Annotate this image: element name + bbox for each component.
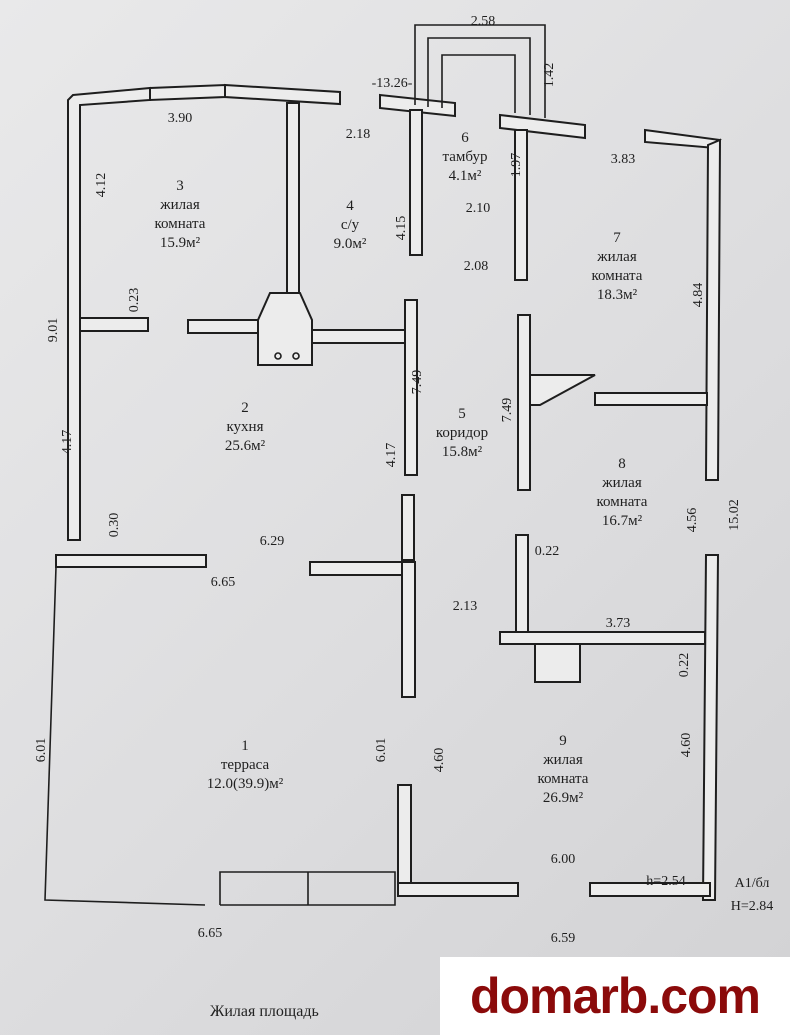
- svg-text:0.30: 0.30: [107, 513, 122, 538]
- svg-text:2.18: 2.18: [346, 127, 371, 142]
- svg-text:15.02: 15.02: [727, 499, 742, 531]
- svg-text:6.01: 6.01: [374, 738, 389, 763]
- svg-text:4.84: 4.84: [691, 283, 706, 308]
- svg-text:7.49: 7.49: [500, 398, 515, 423]
- svg-text:6.65: 6.65: [198, 926, 223, 941]
- svg-text:9.01: 9.01: [46, 318, 61, 343]
- svg-text:А1/бл: А1/бл: [735, 876, 770, 891]
- svg-text:4.12: 4.12: [94, 173, 109, 198]
- walls: [44, 24, 722, 906]
- svg-text:4.60: 4.60: [679, 733, 694, 758]
- svg-text:2.10: 2.10: [466, 201, 491, 216]
- svg-text:4.15: 4.15: [394, 216, 409, 241]
- svg-text:6.59: 6.59: [551, 931, 576, 946]
- svg-text:3.73: 3.73: [606, 616, 631, 631]
- svg-text:6.01: 6.01: [34, 738, 49, 763]
- svg-text:3.83: 3.83: [611, 152, 636, 167]
- svg-text:6.29: 6.29: [260, 534, 285, 549]
- svg-text:h=2.54: h=2.54: [646, 874, 685, 889]
- svg-text:4.17: 4.17: [60, 430, 75, 455]
- svg-text:2.58: 2.58: [471, 14, 496, 29]
- svg-text:2.13: 2.13: [453, 599, 478, 614]
- svg-text:7.49: 7.49: [410, 370, 425, 395]
- svg-text:4.56: 4.56: [685, 508, 700, 533]
- svg-text:1.42: 1.42: [542, 63, 557, 88]
- svg-text:4с/у9.0м²: 4с/у9.0м²: [334, 198, 367, 252]
- svg-text:Н=2.84: Н=2.84: [731, 899, 774, 914]
- svg-text:1.97: 1.97: [509, 153, 524, 178]
- svg-text:6.65: 6.65: [211, 575, 236, 590]
- dimension-labels: 2.58 1.42 -13.26- 3.90 2.18 3.83 1.97 4.…: [34, 14, 773, 946]
- svg-text:-13.26-: -13.26-: [372, 76, 413, 91]
- svg-text:0.22: 0.22: [677, 653, 692, 678]
- watermark: domarb.com: [440, 957, 790, 1035]
- living-area-caption: Жилая площадь: [210, 1003, 319, 1020]
- svg-text:3.90: 3.90: [168, 111, 193, 126]
- watermark-text: domarb.com: [469, 968, 761, 1024]
- svg-text:4.60: 4.60: [432, 748, 447, 773]
- svg-text:0.22: 0.22: [535, 544, 560, 559]
- svg-text:0.23: 0.23: [127, 288, 142, 313]
- svg-text:6.00: 6.00: [551, 852, 576, 867]
- svg-text:2.08: 2.08: [464, 259, 489, 274]
- svg-text:4.17: 4.17: [384, 443, 399, 468]
